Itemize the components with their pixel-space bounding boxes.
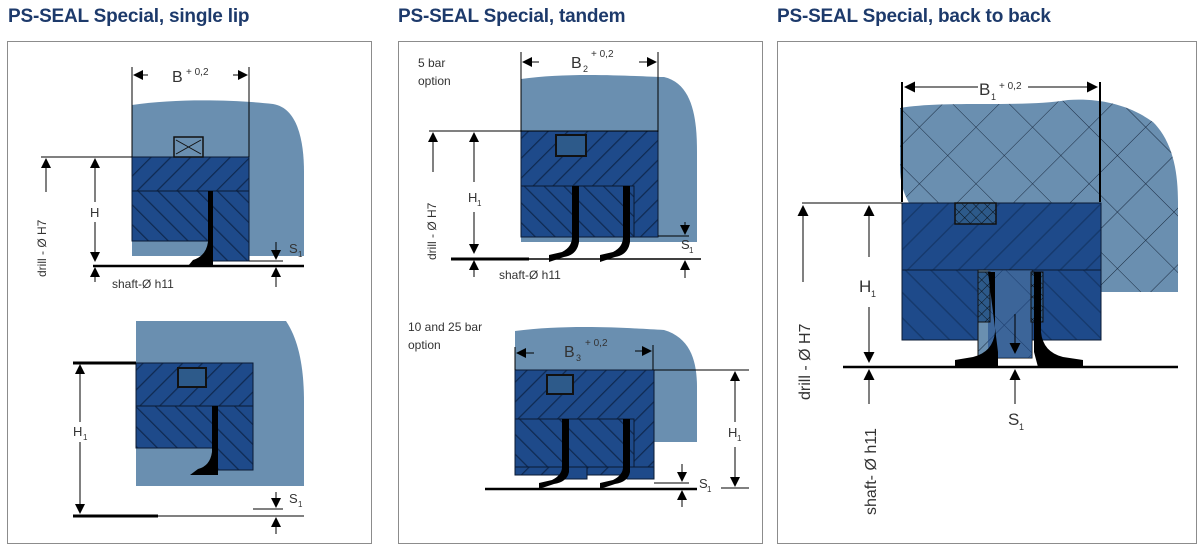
svg-text:1: 1 <box>1019 422 1024 432</box>
seal-lip-right <box>1034 272 1083 367</box>
o-ring-groove <box>177 367 207 388</box>
svg-text:drill - Ø H7: drill - Ø H7 <box>35 219 49 277</box>
svg-text:B: B <box>172 69 183 86</box>
back-to-back-main: B 1 + 0,2 H 1 S 1 drill - Ø H7 shaft- Ø … <box>797 80 1178 515</box>
panel-back-to-back: B 1 + 0,2 H 1 S 1 drill - Ø H7 shaft- Ø … <box>777 41 1197 544</box>
seal-lip-2 <box>600 419 630 489</box>
svg-text:3: 3 <box>576 353 581 363</box>
svg-text:+ 0,2: + 0,2 <box>186 67 209 78</box>
svg-text:+ 0,2: + 0,2 <box>999 81 1022 92</box>
housing-shape <box>900 99 1178 292</box>
svg-text:option: option <box>418 74 451 88</box>
panel-tandem: 5 bar option B 2 + 0,2 H 1 S 1 drill - Ø… <box>398 41 763 544</box>
svg-text:10 and 25 bar: 10 and 25 bar <box>408 320 482 334</box>
svg-text:1: 1 <box>298 500 303 509</box>
svg-text:shaft-Ø h11: shaft-Ø h11 <box>499 268 561 282</box>
svg-text:H: H <box>859 277 871 296</box>
svg-text:shaft-Ø h11: shaft-Ø h11 <box>112 277 174 291</box>
seal-lip-left <box>955 272 998 367</box>
o-ring-groove <box>954 202 997 225</box>
title-tandem: PS-SEAL Special, tandem <box>398 6 626 27</box>
back-to-back-drawing: B 1 + 0,2 H 1 S 1 drill - Ø H7 shaft- Ø … <box>797 80 1178 515</box>
seal-lip-1 <box>539 419 569 489</box>
svg-text:1: 1 <box>871 289 876 299</box>
svg-text:B: B <box>564 344 575 361</box>
o-ring-groove <box>546 374 574 395</box>
svg-text:S: S <box>1008 410 1019 429</box>
tandem-top-drawing: 5 bar option B 2 + 0,2 H 1 S 1 drill - Ø… <box>418 49 701 282</box>
svg-text:1: 1 <box>991 92 996 102</box>
single-lip-top-drawing: B + 0,2 H S 1 drill - Ø H7 shaft-Ø h11 <box>35 67 304 291</box>
svg-text:option: option <box>408 338 441 352</box>
svg-text:1: 1 <box>477 199 482 208</box>
svg-text:1: 1 <box>707 485 712 494</box>
svg-text:drill - Ø H7: drill - Ø H7 <box>425 202 439 260</box>
svg-text:H: H <box>728 425 737 440</box>
svg-text:+ 0,2: + 0,2 <box>585 338 608 349</box>
tandem-bottom-drawing: 10 and 25 bar option B 3 + 0,2 H 1 S 1 <box>408 320 749 507</box>
svg-text:1: 1 <box>298 250 303 259</box>
seal-lip-2 <box>600 186 630 262</box>
svg-text:H: H <box>90 205 99 220</box>
single-lip-bottom-drawing: H 1 S 1 <box>73 321 304 534</box>
single-lip-drawings: B + 0,2 H S 1 drill - Ø H7 shaft-Ø h11 H… <box>35 67 304 534</box>
svg-text:1: 1 <box>83 433 88 442</box>
svg-text:2: 2 <box>583 64 588 74</box>
tandem-drawings: 5 bar option B 2 + 0,2 H 1 S 1 drill - Ø… <box>408 49 749 507</box>
svg-text:S: S <box>289 241 298 256</box>
svg-text:drill - Ø H7: drill - Ø H7 <box>797 323 814 400</box>
panel-single-lip: B + 0,2 H S 1 drill - Ø H7 shaft-Ø h11 H… <box>7 41 372 544</box>
svg-text:S: S <box>681 237 690 252</box>
svg-text:H: H <box>73 424 82 439</box>
title-back-to-back: PS-SEAL Special, back to back <box>777 6 1051 27</box>
svg-text:1: 1 <box>689 246 694 255</box>
svg-text:S: S <box>289 491 298 506</box>
svg-text:B: B <box>571 55 582 72</box>
title-single-lip: PS-SEAL Special, single lip <box>8 6 250 27</box>
svg-text:5 bar: 5 bar <box>418 56 445 70</box>
svg-text:H: H <box>468 190 477 205</box>
seal-lip <box>190 406 218 475</box>
svg-text:1: 1 <box>737 434 742 443</box>
seal-lip <box>188 191 213 266</box>
svg-text:S: S <box>699 476 708 491</box>
o-ring-groove <box>555 134 587 157</box>
svg-text:shaft- Ø h11: shaft- Ø h11 <box>863 428 880 515</box>
svg-text:B: B <box>979 80 990 99</box>
seal-lip-1 <box>549 186 579 262</box>
svg-text:+ 0,2: + 0,2 <box>591 49 614 60</box>
